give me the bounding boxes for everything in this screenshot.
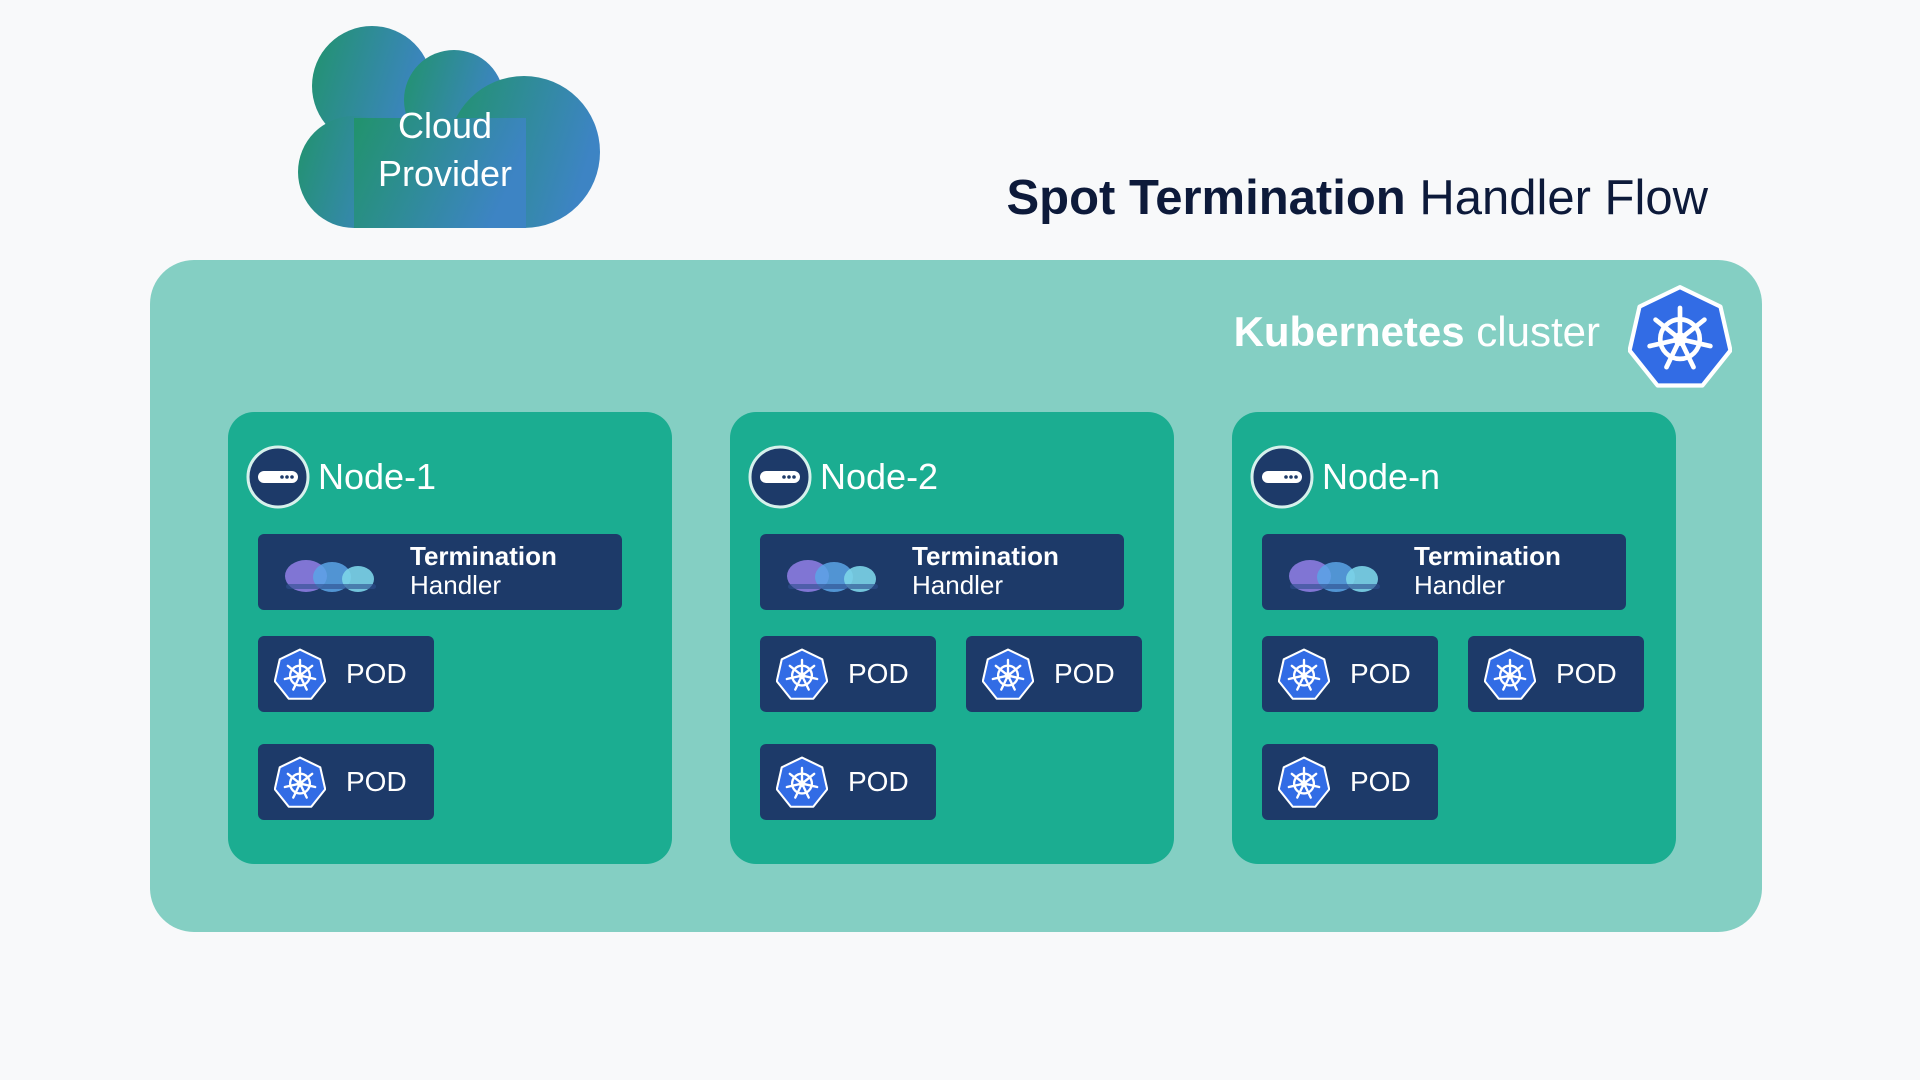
cluster-title: Kubernetes cluster	[1234, 308, 1600, 356]
pod-label: POD	[1054, 658, 1115, 689]
pod-label: POD	[1350, 658, 1411, 689]
cloud-label-line2: Provider	[377, 153, 513, 194]
kubernetes-icon	[274, 648, 326, 700]
kubernetes-icon	[274, 756, 326, 808]
handler-subtitle: Handler	[912, 570, 1004, 600]
node-card: Node-1 Termination Handler	[228, 412, 672, 864]
node-header: Node-2	[748, 444, 938, 510]
kubernetes-icon	[1484, 648, 1536, 700]
node-label: Node-n	[1322, 456, 1441, 497]
node-label: Node-1	[318, 456, 437, 497]
pod-label: POD	[848, 766, 909, 797]
node-label: Node-2	[820, 456, 939, 497]
pod: POD	[258, 744, 434, 820]
kubernetes-cluster: Kubernetes cluster	[150, 260, 1762, 932]
pod: POD	[966, 636, 1142, 712]
server-icon	[246, 445, 310, 509]
kubernetes-icon	[982, 648, 1034, 700]
pod-label: POD	[346, 658, 407, 689]
kubernetes-icon	[1278, 756, 1330, 808]
server-icon	[748, 445, 812, 509]
handler-subtitle: Handler	[410, 570, 502, 600]
cluster-title-bold: Kubernetes	[1233, 308, 1465, 355]
kubernetes-icon	[1278, 648, 1330, 700]
pod: POD	[1468, 636, 1644, 712]
termination-handler: Termination Handler	[1262, 534, 1626, 610]
termination-handler: Termination Handler	[258, 534, 622, 610]
cloud-logo-icon	[285, 560, 376, 592]
handler-title: Termination	[912, 541, 1059, 571]
node-header: Node-n	[1250, 444, 1440, 510]
pod-label: POD	[848, 658, 909, 689]
title-regular: Handler Flow	[1405, 171, 1708, 225]
title-bold: Spot Termination	[1006, 171, 1406, 225]
kubernetes-logo-icon	[1627, 284, 1733, 388]
cloud-provider: Cloud Provider	[290, 26, 614, 228]
server-icon	[1250, 445, 1314, 509]
pod: POD	[1262, 636, 1438, 712]
cluster-title-regular: cluster	[1464, 308, 1600, 355]
node-card: Node-n Termination Handler	[1232, 412, 1676, 864]
node-header: Node-1	[246, 444, 436, 510]
cloud-logo-icon	[1289, 560, 1380, 592]
cloud-label-line1: Cloud	[397, 105, 493, 146]
kubernetes-logo-svg	[1627, 285, 1733, 388]
cloud-icon	[298, 26, 600, 228]
node-card: Node-2 Termination Handler	[730, 412, 1174, 864]
pod: POD	[258, 636, 434, 712]
kubernetes-icon	[776, 756, 828, 808]
cloud-logo-icon	[787, 560, 878, 592]
handler-subtitle: Handler	[1414, 570, 1506, 600]
pod: POD	[1262, 744, 1438, 820]
handler-title: Termination	[1414, 541, 1561, 571]
pod-label: POD	[346, 766, 407, 797]
pod: POD	[760, 636, 936, 712]
termination-handler: Termination Handler	[760, 534, 1124, 610]
pod: POD	[760, 744, 936, 820]
handler-title: Termination	[410, 541, 557, 571]
pod-label: POD	[1556, 658, 1617, 689]
page-title: Spot Termination Handler Flow	[1006, 170, 1708, 226]
kubernetes-icon	[776, 648, 828, 700]
pod-label: POD	[1350, 766, 1411, 797]
